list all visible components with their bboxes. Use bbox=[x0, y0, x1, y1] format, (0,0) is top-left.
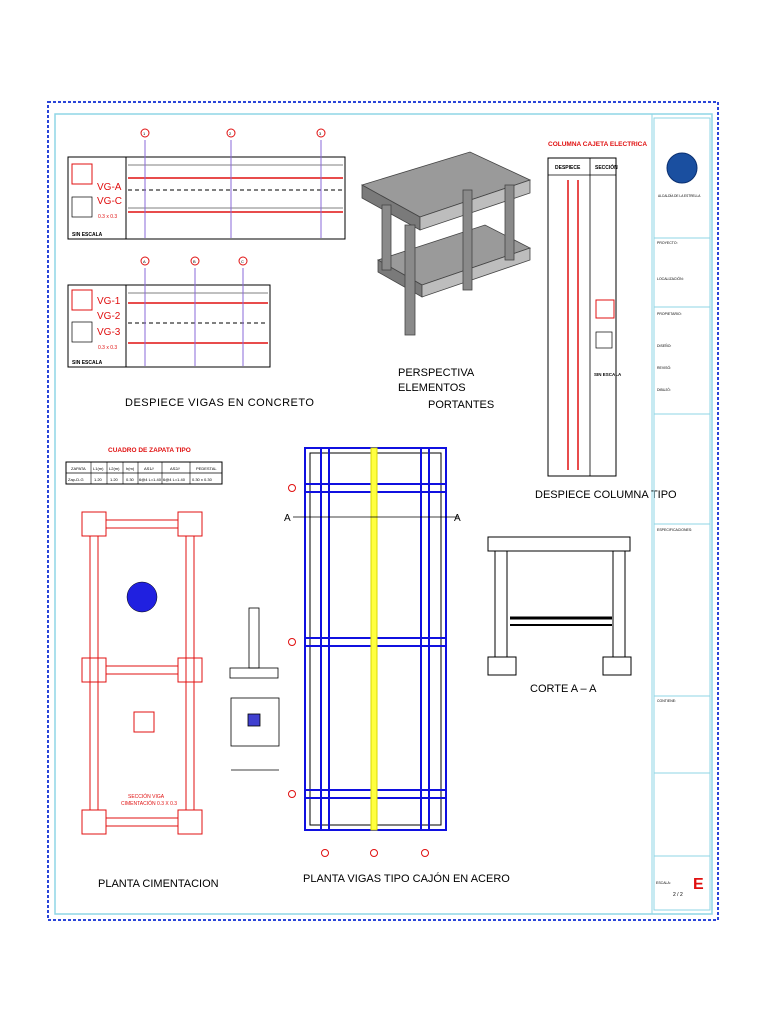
column-detail: COLUMNA CAJETA ELECTRICA DESPIECE SECCIÓ… bbox=[547, 141, 647, 477]
svg-text:ESPECIFICACIONES:: ESPECIFICACIONES: bbox=[657, 528, 692, 532]
svg-text:E: E bbox=[693, 876, 704, 893]
axis-3: 3 bbox=[319, 131, 322, 136]
svg-text:LOCALIZACIÓN:: LOCALIZACIÓN: bbox=[657, 276, 684, 281]
svg-text:L2(m): L2(m) bbox=[109, 466, 120, 471]
beam-detail-vg123: VG-1 VG-2 VG-3 0.3 x 0.3 SIN ESCALA A B … bbox=[67, 256, 271, 368]
perspective-frame-3d bbox=[360, 151, 532, 336]
svg-text:0.30 x 0.30: 0.30 x 0.30 bbox=[192, 477, 213, 482]
beam-label-vgc: VG-C bbox=[97, 196, 122, 207]
column-header-seccion: SECCIÓN bbox=[595, 163, 618, 171]
axis-1: 1 bbox=[143, 131, 146, 136]
title-foundation: PLANTA CIMENTACION bbox=[98, 878, 219, 890]
inner-border bbox=[54, 113, 713, 915]
beam-scale: SIN ESCALA bbox=[72, 232, 103, 238]
svg-text:h(m): h(m) bbox=[126, 466, 135, 471]
beam-size: 0.3 x 0.3 bbox=[98, 214, 117, 220]
column-box-title: COLUMNA CAJETA ELECTRICA bbox=[548, 141, 647, 148]
steel-beam-plan: A A bbox=[284, 447, 461, 857]
municipality-logo bbox=[666, 152, 698, 184]
svg-text:ELEMENTOS: ELEMENTOS bbox=[398, 382, 466, 394]
svg-text:6@4 L=1.40: 6@4 L=1.40 bbox=[139, 477, 162, 482]
svg-text:L1(m): L1(m) bbox=[93, 466, 104, 471]
svg-text:SECCIÓN VIGA: SECCIÓN VIGA bbox=[128, 793, 165, 800]
svg-text:AS2//: AS2// bbox=[170, 466, 181, 471]
svg-text:PROYECTO:: PROYECTO: bbox=[657, 241, 678, 245]
svg-text:CIMENTACIÓN 0.3 X 0.3: CIMENTACIÓN 0.3 X 0.3 bbox=[121, 800, 177, 807]
svg-text:ESCALA:: ESCALA: bbox=[656, 881, 671, 885]
svg-text:ALCALDÍA DE LA ESTRELLA: ALCALDÍA DE LA ESTRELLA bbox=[658, 194, 701, 198]
footing-table: CUADRO DE ZAPATA TIPO ZAPATA L1(m) L2(m)… bbox=[65, 447, 223, 485]
beam-label-vg3: VG-3 bbox=[97, 327, 121, 338]
beam-label-vg2: VG-2 bbox=[97, 311, 121, 322]
svg-text:2 / 2: 2 / 2 bbox=[673, 892, 683, 898]
beam-label-vg1: VG-1 bbox=[97, 296, 121, 307]
beam-label-vga: VG-A bbox=[97, 182, 122, 193]
section-a-a bbox=[487, 536, 632, 676]
title-steel-plan: PLANTA VIGAS TIPO CAJÓN EN ACERO bbox=[303, 872, 510, 885]
footing-detail-circle bbox=[126, 581, 158, 613]
svg-text:6@4 L=1.40: 6@4 L=1.40 bbox=[163, 477, 186, 482]
svg-text:PORTANTES: PORTANTES bbox=[428, 399, 494, 411]
title-beams: DESPIECE VIGAS EN CONCRETO bbox=[125, 397, 314, 409]
beam-section-label: SECCIÓN VIGA CIMENTACIÓN 0.3 X 0.3 bbox=[121, 793, 177, 807]
svg-text:Zap-D-G: Zap-D-G bbox=[68, 477, 84, 482]
title-block: ALCALDÍA DE LA ESTRELLA PROYECTO: LOCALI… bbox=[653, 117, 711, 911]
svg-text:PROPIETARIO:: PROPIETARIO: bbox=[657, 312, 682, 316]
perspective-title: PERSPECTIVA ELEMENTOS PORTANTES bbox=[398, 367, 494, 411]
axis-c: C bbox=[241, 259, 244, 264]
svg-text:ZAPATA: ZAPATA bbox=[71, 466, 86, 471]
svg-text:DISEÑO:: DISEÑO: bbox=[657, 343, 671, 348]
section-marker-left: A bbox=[284, 513, 291, 524]
title-section: CORTE A – A bbox=[530, 683, 597, 695]
svg-text:PERSPECTIVA: PERSPECTIVA bbox=[398, 367, 475, 379]
beam-detail-vga-vgc: VG-A VG-C 0.3 x 0.3 SIN ESCALA 1 2 3 bbox=[67, 128, 346, 240]
beam-size-2: 0.3 x 0.3 bbox=[98, 345, 117, 351]
axis-a: A bbox=[143, 259, 146, 264]
foundation-plan bbox=[81, 511, 203, 835]
svg-text:PEDESTAL: PEDESTAL bbox=[196, 466, 217, 471]
footing-table-title: CUADRO DE ZAPATA TIPO bbox=[108, 447, 191, 454]
axis-2: 2 bbox=[229, 131, 232, 136]
svg-text:0.30: 0.30 bbox=[126, 477, 135, 482]
section-marker-right: A bbox=[454, 513, 461, 524]
title-column: DESPIECE COLUMNA TIPO bbox=[535, 489, 677, 501]
axis-b: B bbox=[193, 259, 196, 264]
column-scale: SIN ESCALA bbox=[594, 372, 622, 377]
svg-text:CONTIENE:: CONTIENE: bbox=[657, 699, 676, 703]
column-header-despiece: DESPIECE bbox=[555, 165, 581, 171]
svg-text:DIBUJÓ:: DIBUJÓ: bbox=[657, 387, 671, 392]
svg-text:1.20: 1.20 bbox=[110, 477, 119, 482]
footing-section-detail bbox=[229, 607, 280, 771]
svg-text:1.20: 1.20 bbox=[94, 477, 103, 482]
svg-text:AS1//: AS1// bbox=[144, 466, 155, 471]
svg-text:REVISÓ:: REVISÓ: bbox=[657, 365, 671, 370]
beam-scale-2: SIN ESCALA bbox=[72, 360, 103, 366]
